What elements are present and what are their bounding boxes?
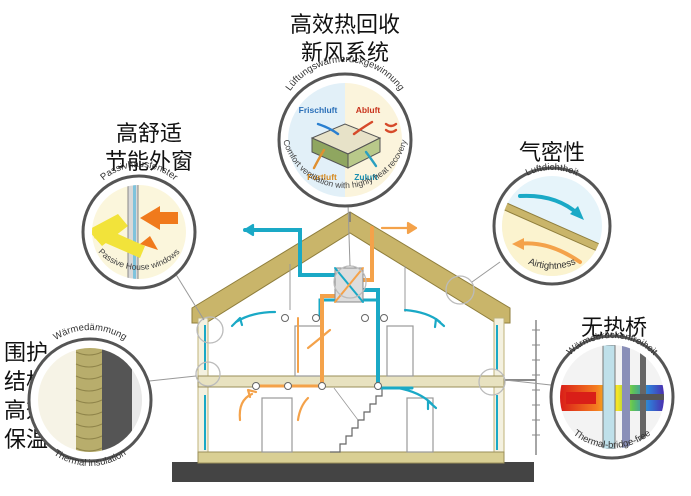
callout-ventilation: Frischluft Abluft Fortluft Zuluft Lüftun… xyxy=(277,54,413,208)
label-windows-line1: 高舒适 xyxy=(116,122,182,147)
ground-slab xyxy=(172,462,534,482)
label-windows-line2: 节能外窗 xyxy=(105,150,193,175)
airtightness-arc-bottom: Airtightness xyxy=(527,256,578,272)
svg-text:Luftdichtheit: Luftdichtheit xyxy=(524,162,580,179)
callout-thermal-bridge: Wärmebrückenfreiheit Thermal-bridge-free xyxy=(549,330,675,460)
wall-left xyxy=(197,317,209,459)
air-valves xyxy=(252,314,388,390)
house-interior xyxy=(210,232,492,455)
airtightness-arc-top: Luftdichtheit xyxy=(524,162,580,179)
vent-fortluft: Fortluft xyxy=(307,172,337,182)
wall-right xyxy=(493,317,505,459)
vent-abluft: Abluft xyxy=(356,105,381,115)
label-airtightness: 气密性 xyxy=(519,141,585,166)
callout-airtightness: Luftdichtheit Airtightness xyxy=(492,162,612,286)
vent-frischluft: Frischluft xyxy=(299,105,338,115)
airflow-arrows xyxy=(230,221,446,422)
callout-windows: Passivhausfenster Passive House windows xyxy=(81,159,197,290)
house-section xyxy=(172,211,540,482)
ground-floor-slab xyxy=(197,451,505,464)
vent-zuluft: Zuluft xyxy=(354,172,378,182)
callout-insulation: Wärmedämmung Thermal insulation xyxy=(27,322,153,469)
svg-text:Airtightness: Airtightness xyxy=(527,256,578,272)
label-heat-recovery-line1: 高效热回收 xyxy=(290,13,400,38)
label-heat-recovery-line2: 新风系统 xyxy=(301,41,389,66)
upper-floor-slab xyxy=(197,375,505,388)
